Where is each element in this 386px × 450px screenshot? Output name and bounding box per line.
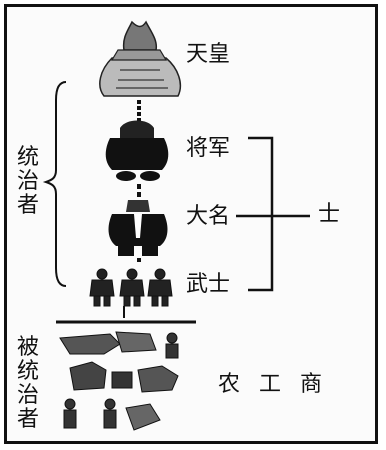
commoners-figures: [59, 331, 179, 431]
warrior-bracket: [236, 136, 310, 292]
emperor-figure: [99, 20, 182, 97]
shogun-figure: [105, 120, 169, 181]
rulers-label: 统治者: [16, 145, 39, 218]
emperor-label: 天皇: [186, 42, 231, 67]
dotted-connector-2: [137, 258, 141, 262]
samurai-label: 武士: [186, 272, 231, 297]
warrior-class-label: 士: [318, 202, 341, 227]
daimyo-figure: [108, 200, 168, 256]
daimyo-label: 大名: [186, 204, 231, 229]
samurai-connector: [56, 306, 196, 324]
commoners-label: 农 工 商: [218, 372, 328, 397]
diagram-frame: [4, 4, 378, 444]
samurai-figures: [89, 268, 173, 307]
rulers-brace: [42, 81, 67, 287]
shogun-label: 将军: [186, 136, 231, 161]
dashed-connector: [137, 184, 141, 197]
ruled-label: 被统治者: [16, 335, 39, 432]
dotted-connector: [137, 100, 141, 122]
